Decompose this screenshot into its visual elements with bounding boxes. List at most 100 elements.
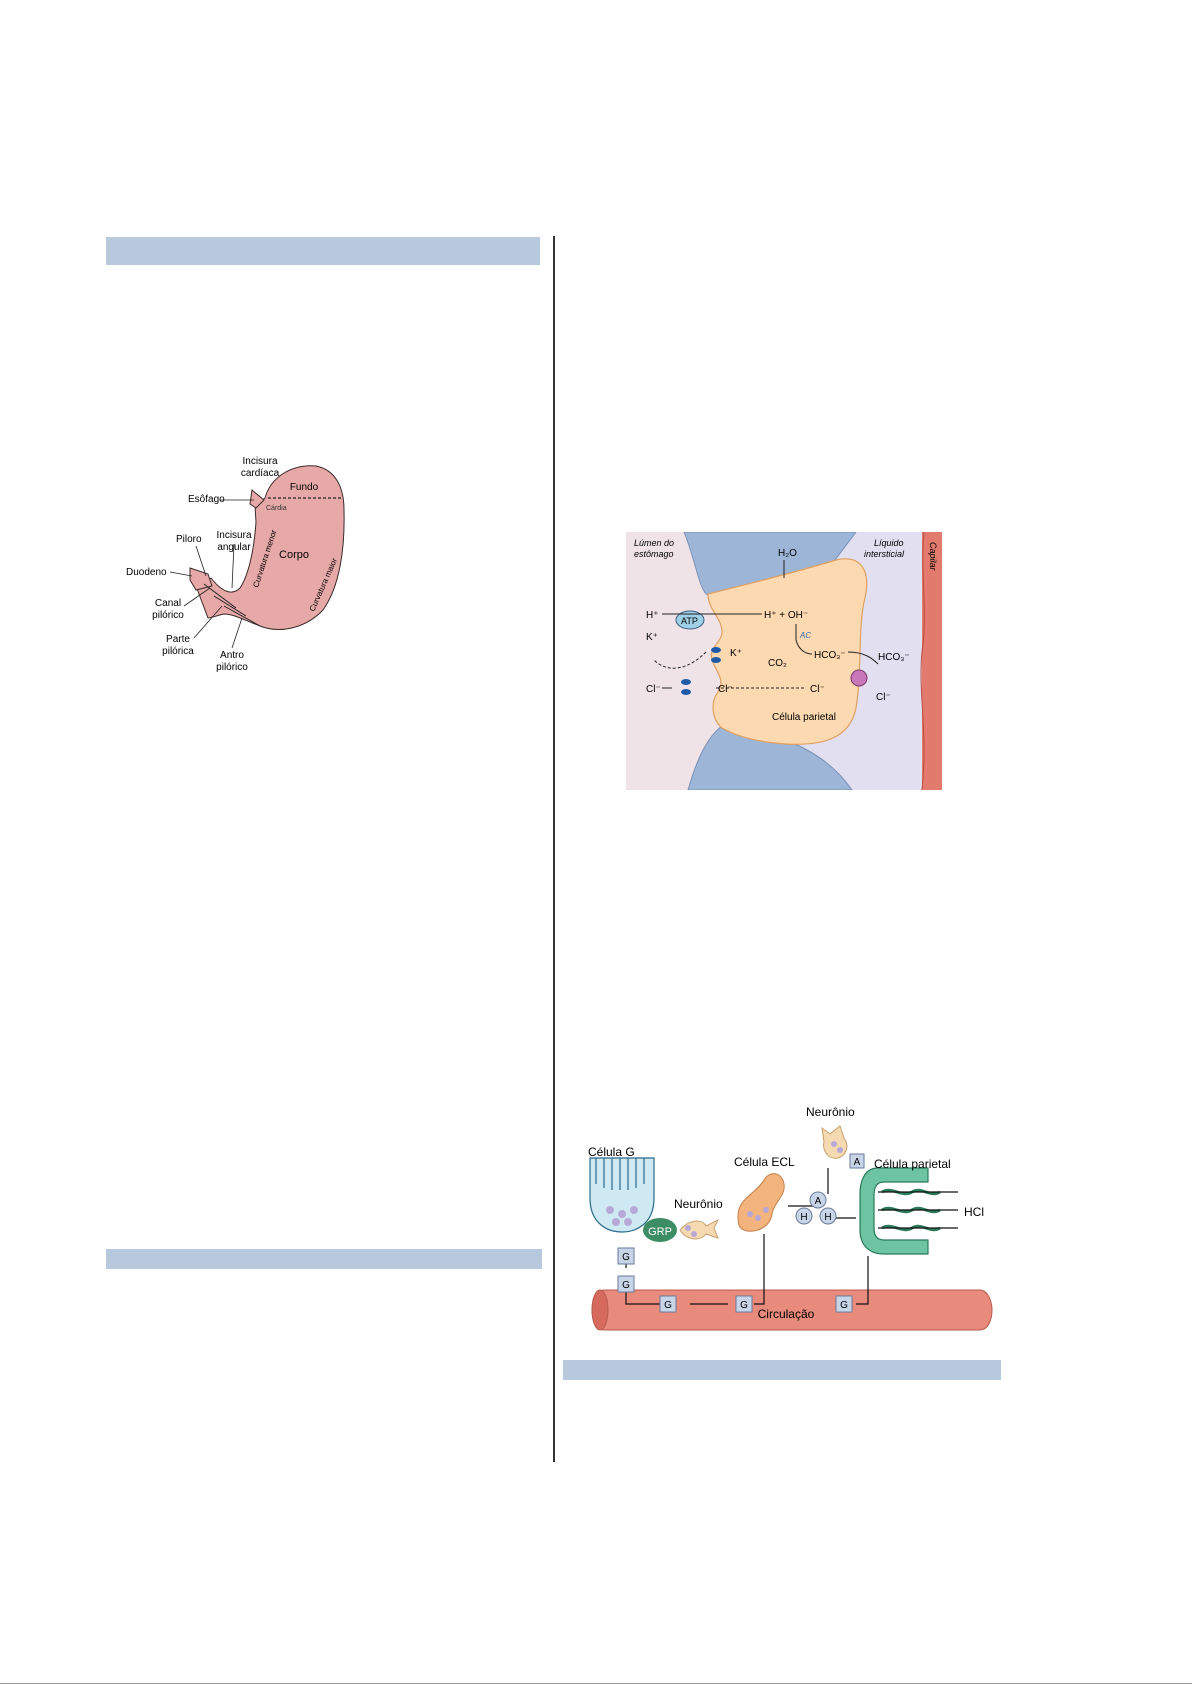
leader-duodeno	[169, 571, 193, 577]
arrows-hcl	[878, 1191, 958, 1229]
label-corpo: Corpo	[279, 549, 309, 561]
duodenum-shape	[189, 567, 213, 591]
label-duodeno: Duodeno	[126, 567, 167, 578]
label-antro-pilorico-1: Antro	[220, 650, 244, 661]
cl-channel-1	[681, 679, 691, 685]
esophagus-shape	[249, 489, 265, 509]
label-esofago: Esôfago	[188, 494, 225, 505]
label-co2: CO₂	[768, 658, 787, 669]
label-k-plus-cell: K⁺	[730, 648, 742, 659]
section-header-bar-bottom-right	[563, 1360, 1001, 1380]
label-incisura-angular-1: Incisura	[216, 530, 251, 541]
label-incisura-angular-2: angular	[217, 542, 251, 553]
g-box-3	[659, 1295, 677, 1313]
section-header-bar-bottom-left	[106, 1249, 542, 1269]
capillary-edge	[920, 532, 925, 790]
g-box-4	[735, 1295, 753, 1313]
g-granule	[630, 1206, 638, 1214]
g-box-2	[617, 1275, 635, 1293]
label-neuronio-top: Neurônio	[806, 1105, 855, 1119]
label-grp: GRP	[648, 1226, 672, 1238]
h-node-2	[819, 1207, 837, 1225]
arrow-k-dashed	[653, 651, 707, 669]
label-h-oh: H⁺ + OH⁻	[764, 610, 808, 621]
neuron-mid-granule	[691, 1231, 697, 1237]
exchanger	[850, 669, 868, 687]
label-neuronio-mid: Neurônio	[674, 1197, 723, 1211]
label-g-3: G	[664, 1300, 672, 1311]
label-liquido-1: Líquido	[874, 538, 904, 548]
label-parte-pilorica-2: pilórica	[162, 646, 194, 657]
grp-node	[643, 1218, 677, 1242]
ecl-granule	[747, 1211, 753, 1217]
parietal-cell	[859, 1167, 929, 1255]
neuron-top-granule	[831, 1141, 837, 1147]
leader-canal	[183, 587, 211, 607]
label-ac: AC	[799, 631, 811, 640]
label-g-2: G	[622, 1280, 630, 1291]
g-granule	[618, 1210, 626, 1218]
a-box-top	[849, 1153, 865, 1169]
label-h-plus-lumen: H⁺	[646, 610, 659, 621]
label-lumen-2: estômago	[634, 549, 674, 559]
label-celula-parietal: Célula parietal	[772, 712, 836, 723]
label-cl-cell-1: Cl⁻	[718, 684, 733, 695]
label-h2o: H₂O	[778, 548, 797, 559]
label-hco3-cell: HCO₃⁻	[814, 650, 846, 661]
label-h-1: H	[800, 1212, 807, 1223]
leader-piloro	[195, 545, 207, 577]
label-k-plus-lumen: K⁺	[646, 632, 658, 643]
label-hco3-out: HCO₃⁻	[878, 652, 910, 663]
label-liquido-2: intersticial	[864, 549, 905, 559]
label-celula-parietal: Célula parietal	[874, 1157, 951, 1171]
label-piloro: Piloro	[176, 534, 202, 545]
cl-channel-2	[681, 689, 691, 695]
label-h-2: H	[824, 1212, 831, 1223]
label-a-1: A	[815, 1196, 822, 1207]
g-cell	[589, 1157, 655, 1233]
label-antro-pilorico-2: pilórico	[216, 662, 248, 673]
section-header-bar-top-left	[106, 237, 540, 265]
neuron-mid	[679, 1218, 720, 1240]
vessel-opening	[591, 1289, 609, 1331]
label-cl-cell-2: Cl⁻	[810, 684, 825, 695]
label-cardia: Cárdia	[266, 505, 287, 512]
stomach-body-shape	[195, 465, 345, 630]
g-box-5	[835, 1295, 853, 1313]
arrow-ac	[795, 624, 813, 655]
stomach-anatomy-figure: Incisura cardíaca Fundo Esôfago Cárdia P…	[126, 456, 345, 673]
g-granule	[606, 1206, 614, 1214]
label-fundo: Fundo	[290, 482, 319, 493]
neuron-top-granule	[837, 1147, 843, 1153]
label-circulacao: Circulação	[758, 1307, 815, 1321]
g-granule	[624, 1218, 632, 1226]
neuron-mid-granule	[685, 1225, 691, 1231]
label-cl-lumen: Cl⁻	[646, 684, 661, 695]
leader-incisura-angular	[231, 543, 235, 589]
label-atp: ATP	[681, 616, 698, 626]
label-cl-blood: Cl⁻	[876, 692, 891, 703]
label-capilar: Capilar	[928, 542, 938, 572]
h-node-1	[795, 1207, 813, 1225]
label-hcl: HCl	[964, 1205, 984, 1219]
atp-pump	[675, 610, 705, 630]
column-divider	[553, 236, 555, 1462]
label-parte-pilorica-1: Parte	[166, 634, 190, 645]
label-canal-pilorico-1: Canal	[155, 598, 181, 609]
ecl-granule	[755, 1215, 761, 1221]
label-incisura-cardiaca-1: Incisura	[242, 456, 277, 467]
parietal-cell-figure: Lúmen do estômago Líquido intersticial C…	[626, 532, 942, 790]
leader-antro	[231, 617, 243, 649]
ecl-granule	[763, 1207, 769, 1213]
label-incisura-cardiaca-2: cardíaca	[241, 468, 280, 479]
g-box-1	[617, 1247, 635, 1265]
a-node-1	[809, 1191, 827, 1209]
k-channel-2	[711, 657, 721, 663]
g-cell-microvilli	[595, 1158, 645, 1190]
label-canal-pilorico-2: pilórico	[152, 610, 184, 621]
label-g-4: G	[740, 1300, 748, 1311]
capillary-wall	[922, 532, 942, 790]
gastrin-regulation-figure: Célula G Neurônio Célula ECL Célula pari…	[578, 1098, 998, 1336]
label-celula-ecl: Célula ECL	[734, 1155, 795, 1169]
label-g-1: G	[622, 1252, 630, 1263]
